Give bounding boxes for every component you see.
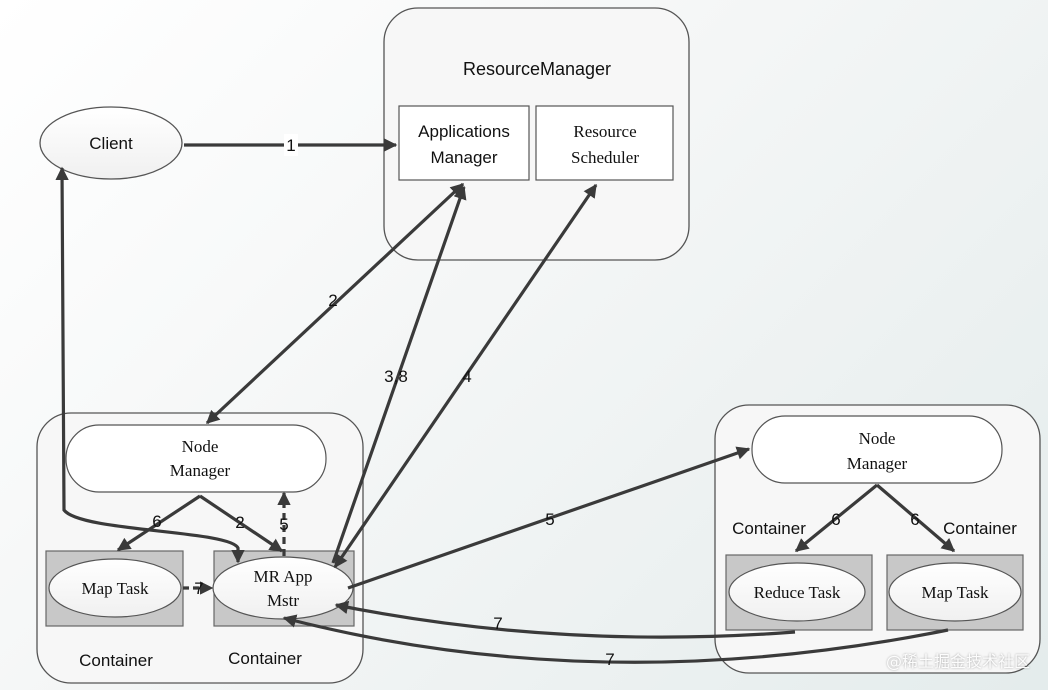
applications-manager-box: Applications Manager [398,105,530,181]
step-labels: 1 2 3,8 4 6 2 5 7 5 6 6 7 7 [152,134,920,669]
step-2-local-label: 2 [235,513,244,532]
step-6-map-label: 6 [910,510,919,529]
right-node-manager: Node Manager [751,415,1003,484]
step-5-local-label: 5 [279,515,288,534]
arrow-step-6-map [875,483,956,553]
arrow-step-5-remote [347,446,751,590]
arrow-step-7-map [282,614,949,664]
step-7-reduce-label: 7 [493,614,502,633]
client-node: Client [39,106,183,180]
left-map-task-label: Map Task [82,579,149,598]
right-map-task-label: Map Task [922,583,989,602]
arrow-client-mr-app [55,166,245,564]
left-node-manager-label-1: Node [182,437,219,456]
right-node-manager-label-2: Manager [847,454,908,473]
arrow-step-2-local [199,494,284,553]
step-7-map-label: 7 [605,650,614,669]
resource-scheduler-label-1: Resource [573,122,636,141]
reduce-task-container: Reduce Task [725,554,873,631]
client-label: Client [89,134,133,153]
step-6-local-label: 6 [152,512,161,531]
right-map-container-label: Container [943,519,1017,538]
step-2-rm-label: 2 [328,291,337,310]
mr-app-container-label: Container [228,649,302,668]
applications-manager-label-1: Applications [418,122,510,141]
left-container-label: Container [79,651,153,670]
resource-scheduler-label-2: Scheduler [571,148,639,167]
watermark-text: @稀土掘金技术社区 [885,652,1030,671]
step-6-reduce-label: 6 [831,510,840,529]
flow-arrows [55,138,956,664]
step-4-label: 4 [462,367,471,386]
step-7-local-label: 7 [194,579,203,598]
resource-manager-title: ResourceManager [463,59,611,79]
left-map-task-container: Map Task [45,550,184,627]
resource-scheduler-box: Resource Scheduler [535,105,674,181]
right-node-panel: Node Manager Container Container Reduce … [714,404,1041,674]
step-3-8-label: 3,8 [384,367,408,386]
arrow-step-4 [333,183,598,569]
left-node-panel: Node Manager Map Task MR App Mstr Contai… [36,412,364,684]
mr-app-master-container: MR App Mstr [212,550,355,627]
arrow-step-6-reduce [794,483,879,553]
reduce-container-label: Container [732,519,806,538]
mr-app-label-2: Mstr [267,591,299,610]
applications-manager-label-2: Manager [430,148,497,167]
mr-app-label-1: MR App [253,567,312,586]
arrow-step-6-local [116,494,201,552]
left-node-manager: Node Manager [65,424,327,493]
step-1-label: 1 [286,136,295,155]
step-5-remote-label: 5 [545,510,554,529]
resource-manager-panel: ResourceManager Applications Manager Res… [383,7,690,261]
arrow-step-7-reduce [334,600,796,639]
right-node-manager-label-1: Node [859,429,896,448]
left-node-manager-label-2: Manager [170,461,231,480]
right-map-task-container: Map Task [886,554,1024,631]
reduce-task-label: Reduce Task [754,583,841,602]
